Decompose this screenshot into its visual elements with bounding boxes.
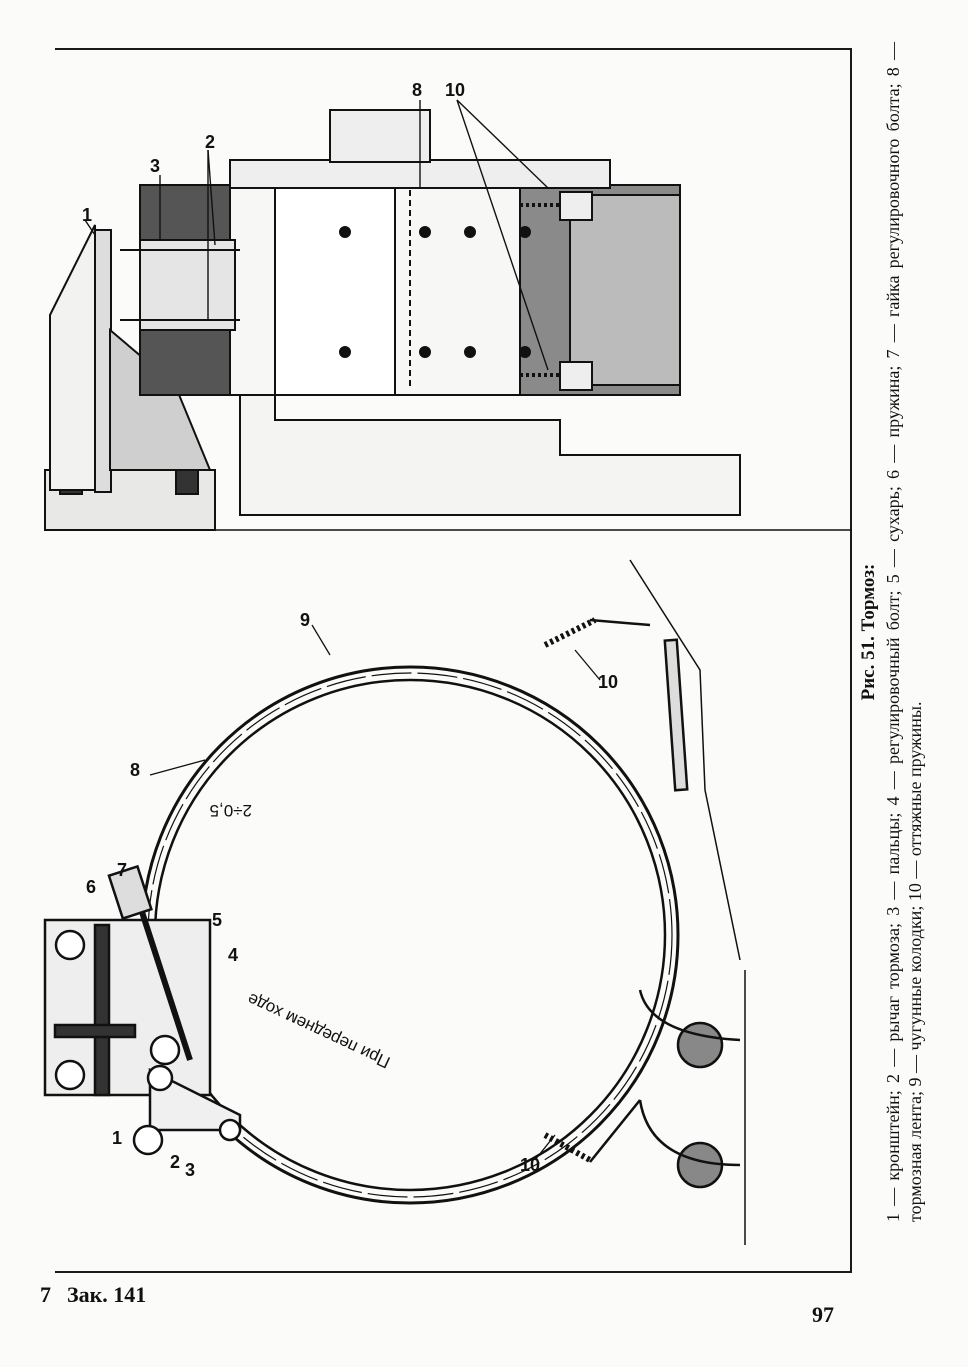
figure-caption: Рис. 51. Тормоз: 1 — кронштейн; 2 — рыча… [858, 42, 968, 1222]
callout-10-top: 10 [598, 672, 619, 692]
brake-side-view [44, 99, 741, 531]
callout-1-side: 1 [82, 205, 93, 225]
page-number: 97 [812, 1302, 834, 1327]
page-frame [55, 48, 852, 1273]
order-number: Зак. 141 [67, 1282, 147, 1307]
callout-8-side: 8 [412, 80, 423, 100]
callout-3-side: 3 [150, 156, 161, 176]
frame-bottom-rule [55, 1271, 852, 1273]
callout-7: 7 [117, 860, 128, 880]
caption-body: 1 — кронштейн; 2 — рычаг тормоза; 3 — па… [883, 42, 925, 1222]
callout-5: 5 [212, 910, 223, 930]
callout-10-bottom: 10 [520, 1155, 541, 1175]
callout-6: 6 [86, 877, 97, 897]
callout-8: 8 [130, 760, 141, 780]
footer-left: 7 Зак. 141 [40, 1282, 162, 1308]
callout-4: 4 [228, 945, 239, 965]
caption-title: Рис. 51. Тормоз: [858, 563, 879, 701]
frame-right-rule [850, 48, 852, 1273]
callout-2-side: 2 [205, 132, 216, 152]
brake-figure: 1 2 3 8 10 1 2 3 4 5 6 7 8 9 10 10 2÷0,5… [43, 80, 852, 1245]
callout-10-side: 10 [445, 80, 466, 100]
brake-drawing [43, 99, 852, 1245]
callout-2: 2 [170, 1152, 181, 1172]
sheet-number: 7 [40, 1282, 51, 1307]
callout-9: 9 [300, 610, 311, 630]
frame-top-rule [55, 48, 852, 50]
gap-note: 2÷0,5 [209, 801, 252, 820]
brake-front-view [43, 559, 746, 1245]
callout-3: 3 [185, 1160, 196, 1180]
callout-1: 1 [112, 1128, 123, 1148]
